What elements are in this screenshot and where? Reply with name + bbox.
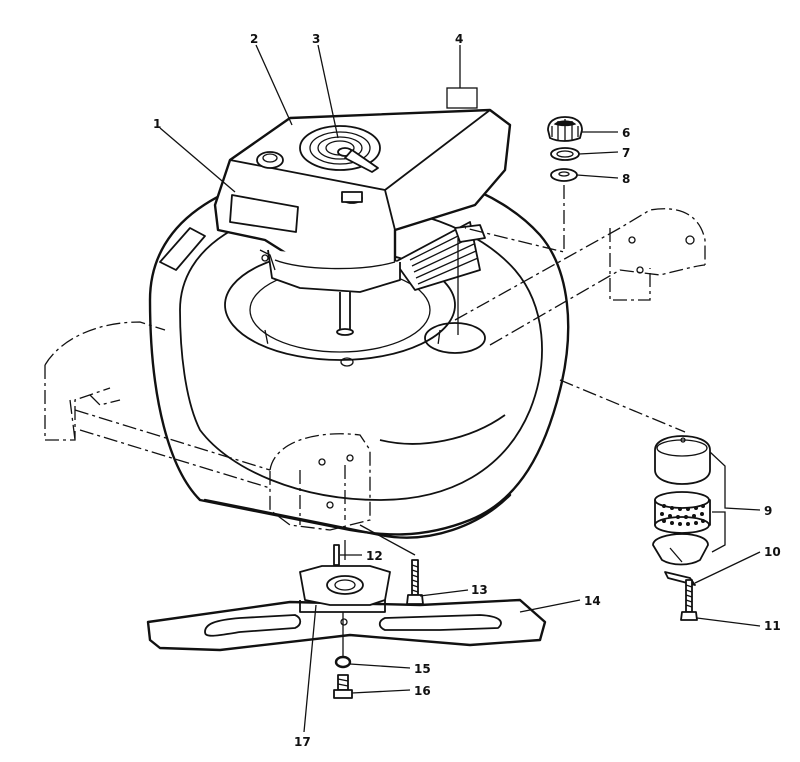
blade-assembly	[146, 544, 547, 699]
callout-9: 9	[764, 504, 772, 518]
callout-14: 14	[584, 594, 601, 608]
callout-13: 13	[471, 583, 488, 597]
callout-2: 2	[250, 32, 258, 46]
callout-labels: 1 2 3 4 6 7 8 9 10 11 12 13 14 15 16 17	[153, 32, 781, 749]
muffler-assembly	[652, 435, 711, 621]
air-cleaner-cover	[547, 116, 583, 142]
callout-8: 8	[622, 172, 630, 186]
callout-7: 7	[622, 146, 630, 160]
decal-plate	[446, 87, 478, 109]
callout-10: 10	[764, 545, 781, 559]
callout-12: 12	[366, 549, 383, 563]
callout-16: 16	[414, 684, 431, 698]
callout-3: 3	[312, 32, 320, 46]
callout-15: 15	[414, 662, 431, 676]
callout-6: 6	[622, 126, 630, 140]
air-cleaner-washer	[550, 168, 578, 182]
callout-4: 4	[455, 32, 463, 46]
engine-assembly	[213, 108, 512, 336]
callout-1: 1	[153, 117, 161, 131]
air-cleaner-ring	[550, 147, 580, 161]
callout-17: 17	[294, 735, 311, 749]
handle-bracket	[44, 208, 706, 531]
leader-lines	[159, 44, 761, 733]
callout-11: 11	[764, 619, 781, 633]
